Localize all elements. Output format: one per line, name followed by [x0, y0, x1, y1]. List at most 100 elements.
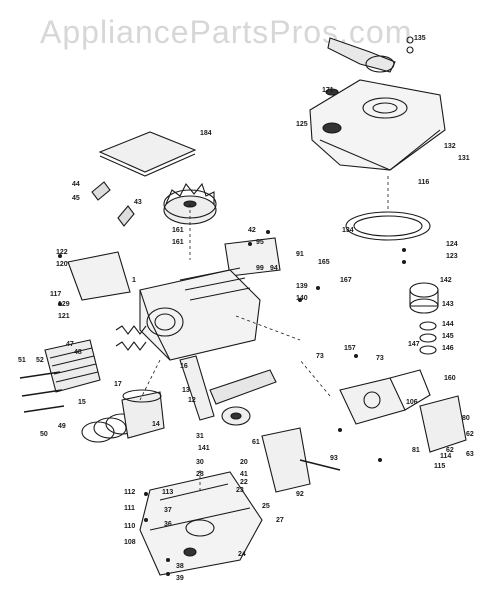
part-number-label: 122 — [56, 249, 68, 256]
part-number-label: 106 — [406, 399, 418, 406]
part-number-label: 135 — [414, 35, 426, 42]
part-number-label: 48 — [74, 349, 82, 356]
gasket-ring — [345, 211, 431, 241]
primer-lever — [327, 36, 414, 73]
part-number-label: 113 — [162, 489, 173, 496]
part-number-label: 171 — [322, 87, 334, 94]
crankshaft — [209, 369, 277, 405]
part-number-label: 184 — [200, 130, 212, 137]
part-number-label: 146 — [442, 345, 454, 352]
part-number-label: 13 — [182, 387, 190, 394]
part-number-label: 12 — [188, 397, 196, 404]
part-number-label: 95 — [256, 239, 264, 246]
muffler — [261, 427, 311, 493]
part-number-label: 134 — [342, 227, 354, 234]
part-number-label: 93 — [330, 455, 338, 462]
part-number-label: 73 — [376, 355, 384, 362]
part-number-label: 41 — [240, 471, 248, 478]
part-number-label: 28 — [196, 471, 204, 478]
part-number-label: 52 — [36, 357, 44, 364]
starter-cup — [409, 282, 439, 314]
part-number-label: 27 — [276, 517, 284, 524]
part-number-label: 25 — [262, 503, 270, 510]
part-number-label: 112 — [124, 489, 135, 496]
part-number-label: 147 — [408, 341, 420, 348]
part-number-label: 37 — [164, 507, 172, 514]
part-number-label: 1 — [132, 277, 136, 284]
part-number-label: 121 — [58, 313, 70, 320]
part-number-label: 91 — [296, 251, 304, 258]
part-number-label: 44 — [72, 181, 80, 188]
part-number-label: 108 — [124, 539, 136, 546]
part-number-label: 17 — [114, 381, 122, 388]
part-number-label: 161 — [172, 227, 184, 234]
part-number-label: 167 — [340, 277, 352, 284]
part-number-label: 24 — [238, 551, 246, 558]
engine-base — [139, 471, 263, 576]
part-number-label: 80 — [462, 415, 470, 422]
watermark: AppliancePartsPros.com — [40, 14, 413, 50]
part-number-label: 39 — [176, 575, 184, 582]
cylinder-head — [44, 339, 101, 393]
part-number-label: 115 — [434, 463, 445, 470]
cylinder-block — [139, 267, 261, 361]
part-number-label: 117 — [50, 291, 61, 298]
part-number-label: 94 — [270, 265, 278, 272]
part-number-label: 132 — [444, 143, 456, 150]
piston-ring — [81, 421, 115, 443]
part-number-label: 15 — [78, 399, 86, 406]
part-number-label: 63 — [466, 451, 474, 458]
part-number-label: 92 — [296, 491, 304, 498]
connecting-rod — [179, 355, 215, 421]
part-number-label: 43 — [134, 199, 142, 206]
part-number-label: 30 — [196, 459, 204, 466]
part-number-label: 120 — [56, 261, 68, 268]
part-number-label: 22 — [240, 479, 248, 486]
part-number-label: 62 — [466, 431, 474, 438]
part-number-label: 114 — [440, 453, 451, 460]
part-number-label: 99 — [256, 265, 264, 272]
part-number-label: 61 — [252, 439, 260, 446]
air-cleaner-cover — [309, 79, 446, 171]
plate-right — [224, 237, 281, 277]
part-number-label: 31 — [196, 433, 204, 440]
part-number-label: 36 — [164, 521, 172, 528]
part-number-label: 131 — [458, 155, 470, 162]
part-number-label: 51 — [18, 357, 26, 364]
part-number-label: 62 — [446, 447, 454, 454]
part-number-label: 14 — [152, 421, 160, 428]
baffle-plate — [67, 251, 131, 301]
part-number-label: 124 — [446, 241, 458, 248]
part-number-label: 20 — [240, 459, 248, 466]
part-number-label: 16 — [180, 363, 188, 370]
part-number-label: 157 — [344, 345, 356, 352]
spark-plug — [91, 181, 111, 201]
valve-spring — [115, 325, 147, 335]
part-number-label: 143 — [442, 301, 454, 308]
part-number-label: 160 — [444, 375, 456, 382]
filter-pad — [98, 131, 197, 173]
part-number-label: 125 — [296, 121, 308, 128]
piston — [121, 391, 165, 439]
part-number-label: 42 — [248, 227, 256, 234]
part-number-label: 49 — [58, 423, 66, 430]
carburetor — [339, 369, 431, 425]
part-number-label: 144 — [442, 321, 454, 328]
part-number-label: 140 — [296, 295, 308, 302]
part-number-label: 38 — [176, 563, 184, 570]
part-number-label: 165 — [318, 259, 330, 266]
part-number-label: 47 — [66, 341, 74, 348]
part-number-label: 50 — [40, 431, 48, 438]
part-number-label: 45 — [72, 195, 80, 202]
part-number-label: 123 — [446, 253, 458, 260]
part-number-label: 142 — [440, 277, 452, 284]
part-number-label: 111 — [124, 505, 135, 512]
part-number-label: 23 — [236, 487, 244, 494]
part-number-label: 73 — [316, 353, 324, 360]
part-number-label: 145 — [442, 333, 454, 340]
part-number-label: 81 — [412, 447, 420, 454]
part-number-label: 161 — [172, 239, 184, 246]
bracket — [419, 395, 467, 453]
